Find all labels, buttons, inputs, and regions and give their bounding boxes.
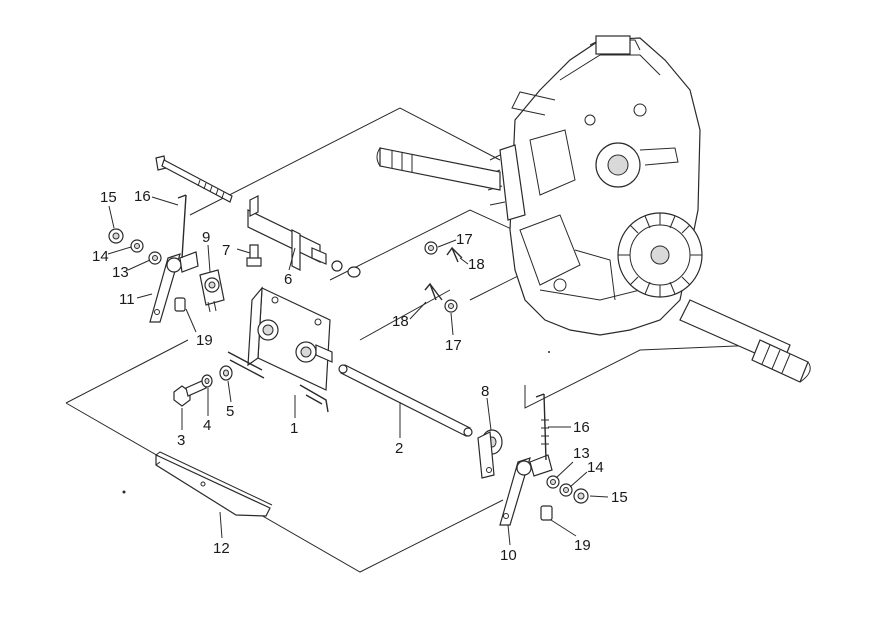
callout-12: 12 (213, 540, 230, 557)
speck (122, 490, 126, 494)
callout-14-right: 14 (587, 459, 604, 476)
lever-arm-10 (499, 454, 553, 526)
lever-arm-11 (149, 251, 199, 323)
callout-18-upper: 18 (468, 256, 485, 273)
bracket-8 (477, 429, 503, 479)
washer-17-lower (444, 299, 458, 313)
speck (548, 351, 550, 353)
long-bolt (155, 155, 233, 203)
callout-15-left: 15 (100, 189, 117, 206)
rod-2 (338, 364, 473, 437)
washer-14-left (130, 239, 144, 253)
sleeve-19-right (540, 505, 553, 521)
callout-16-right: 16 (573, 419, 590, 436)
callout-1: 1 (290, 420, 298, 437)
callout-7: 7 (222, 242, 230, 259)
callout-19-left: 19 (196, 332, 213, 349)
bottom-plate-12 (155, 451, 273, 517)
callout-5: 5 (226, 403, 234, 420)
callout-2: 2 (395, 440, 403, 457)
clip-18-upper (446, 246, 463, 263)
pin-16-left (177, 194, 187, 259)
bracket-plate-1 (227, 286, 333, 413)
bolt-3 (173, 379, 207, 407)
nut-15-right (573, 488, 589, 504)
callout-19-right: 19 (574, 537, 591, 554)
pin-16-right (535, 393, 549, 461)
washer-13-left (148, 251, 162, 265)
leader-lines (107, 196, 609, 546)
callout-13-left: 13 (112, 264, 129, 281)
upper-bracket-6 (247, 195, 327, 271)
callout-8: 8 (481, 383, 489, 400)
callout-16-left: 16 (134, 188, 151, 205)
nut-5 (219, 365, 233, 381)
clip-18-lower (424, 282, 443, 301)
callout-3: 3 (177, 432, 185, 449)
callout-11: 11 (119, 291, 135, 308)
nut-6a (331, 260, 361, 278)
callout-17-upper: 17 (456, 231, 473, 248)
washer-4 (201, 374, 213, 388)
callout-13-right: 13 (573, 445, 590, 462)
transmission-housing (487, 35, 703, 336)
callout-4: 4 (203, 417, 211, 434)
callout-18-lower: 18 (392, 313, 409, 330)
bolt-7 (246, 244, 262, 267)
sleeve-19-left (174, 297, 186, 312)
callout-14-left: 14 (92, 248, 109, 265)
assembly-outline (65, 107, 761, 573)
nut-15-left (108, 228, 124, 244)
washer-13-right (546, 475, 560, 489)
callout-17-lower: 17 (445, 337, 462, 354)
callout-6: 6 (284, 271, 292, 288)
callouts: 1 2 3 4 5 6 7 8 9 10 11 12 13 14 15 16 1… (92, 188, 628, 564)
clamp-9 (199, 269, 225, 313)
washer-17-upper (424, 241, 438, 255)
callout-10: 10 (500, 547, 517, 564)
callout-15-right: 15 (611, 489, 628, 506)
lower-shaft (679, 299, 811, 383)
upper-shaft (376, 147, 501, 191)
callout-9: 9 (202, 229, 210, 246)
washer-14-right (559, 483, 573, 497)
